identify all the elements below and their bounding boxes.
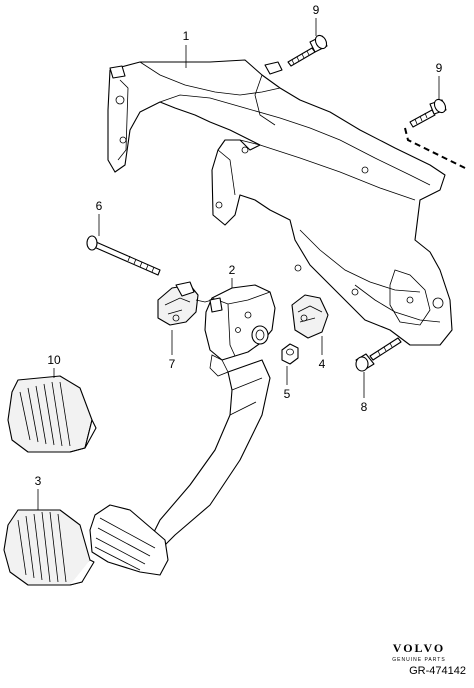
callout-2: 2	[229, 263, 236, 277]
bolt-part-6	[86, 235, 161, 276]
callout-7: 7	[169, 357, 176, 371]
callout-10: 10	[47, 353, 61, 367]
nut-part-5	[281, 343, 299, 365]
callout-9-top: 9	[313, 3, 320, 17]
pedal-arm	[149, 359, 271, 546]
callout-5: 5	[284, 387, 291, 401]
callout-9-right: 9	[436, 61, 443, 75]
brake-pedal-pad	[89, 504, 169, 576]
foot-pad-part-3	[3, 509, 95, 586]
pedal-assembly-part-2	[204, 284, 276, 377]
volvo-logo: VOLVO GENUINE PARTS	[374, 641, 464, 663]
callout-8: 8	[361, 400, 368, 414]
logo-subtext: GENUINE PARTS	[392, 657, 446, 663]
logo-text: VOLVO	[392, 641, 446, 655]
diagram-reference: GR-474142	[409, 665, 466, 677]
clip-part-4	[291, 294, 329, 339]
bracket-part-7	[157, 281, 213, 326]
foot-pad-part-10	[7, 375, 97, 453]
callout-4: 4	[319, 357, 326, 371]
bolt-part-8	[355, 337, 402, 372]
bolt-part-9-top	[287, 34, 328, 67]
callout-1: 1	[183, 29, 190, 43]
callout-6: 6	[96, 199, 103, 213]
callout-3: 3	[35, 474, 42, 488]
pedal-bracket-part-1	[107, 59, 453, 346]
bolt-part-9-right	[404, 98, 466, 169]
